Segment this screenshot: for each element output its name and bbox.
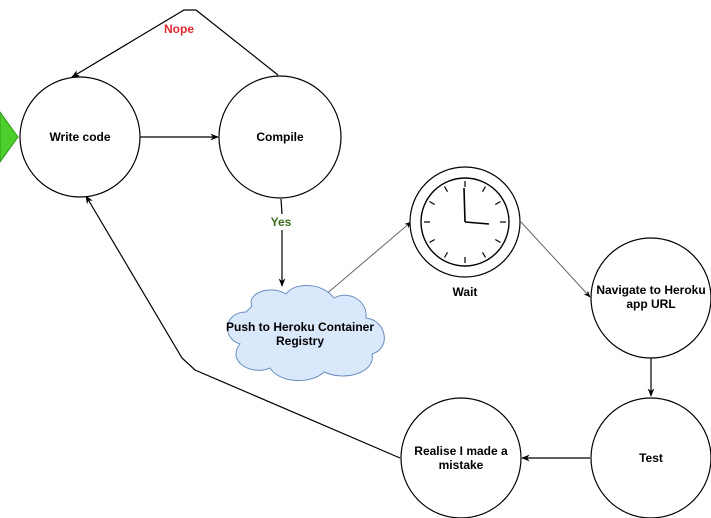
node-navigate[interactable] [590, 237, 711, 359]
node-write-code-label: Write code [49, 130, 110, 144]
node-navigate-label-line-2: app URL [626, 297, 675, 311]
edge-realise-to-write-code [85, 195, 401, 459]
edge-wait-to-navigate [520, 221, 591, 298]
edge-compile-to-push [280, 198, 283, 215]
node-push-label-line-1: Push to Heroku Container [226, 320, 374, 334]
clock-icon[interactable] [409, 166, 521, 278]
edge-push-to-wait [323, 221, 412, 297]
node-realise[interactable] [400, 397, 522, 518]
node-navigate-label-line-1: Navigate to Heroku [596, 283, 705, 297]
node-realise-label-line-1: Realise I made a [414, 444, 508, 458]
edge-label-nope: Nope [164, 22, 194, 36]
node-test[interactable] [590, 397, 711, 518]
node-wait-label: Wait [453, 285, 478, 299]
play-triangle-icon [0, 111, 19, 163]
node-push-cloud[interactable] [226, 285, 385, 382]
edge-label-yes: Yes [271, 215, 292, 229]
edge-compile-to-write-code [71, 9, 279, 78]
node-compile[interactable] [218, 75, 342, 199]
node-write-code[interactable] [19, 76, 141, 198]
node-push-label-line-2: Registry [276, 334, 324, 348]
node-realise-label-line-2: mistake [439, 458, 484, 472]
node-test-label: Test [639, 451, 663, 465]
node-compile-label: Compile [256, 130, 304, 144]
